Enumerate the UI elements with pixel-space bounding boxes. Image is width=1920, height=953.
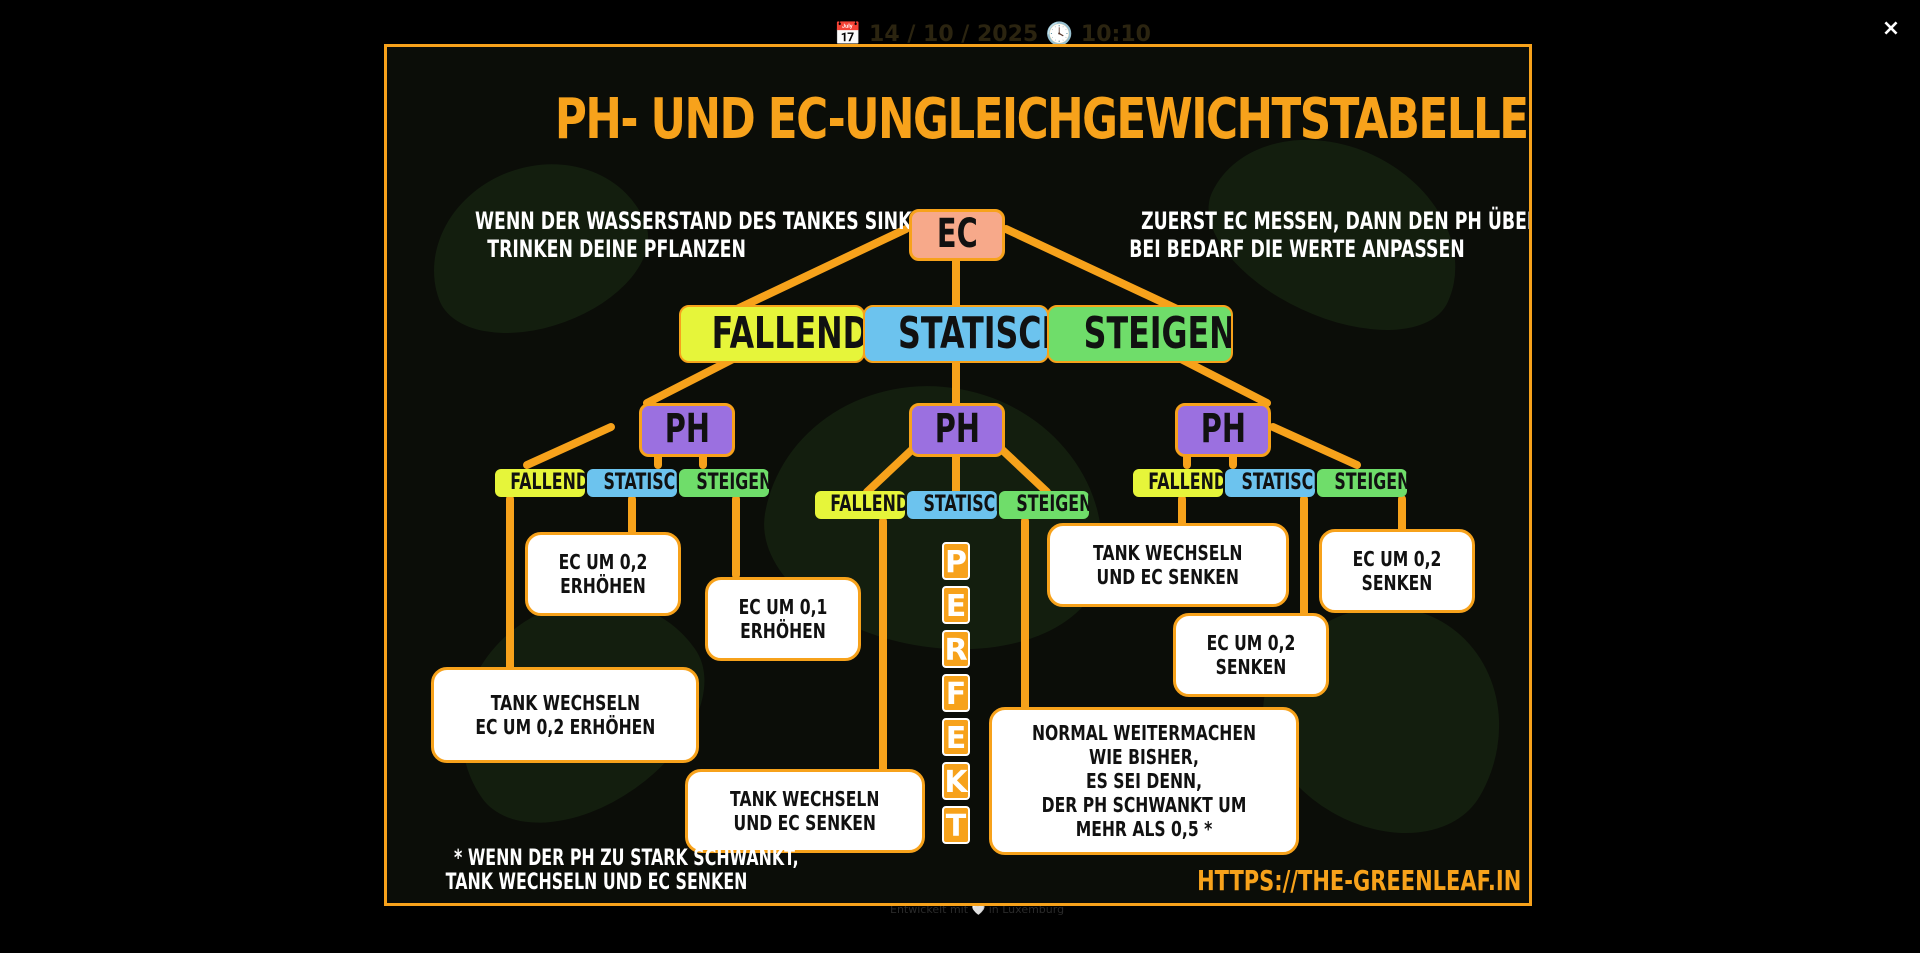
chart-title: PH- UND EC-UNGLEICHGEWICHTSTABELLE (HYDR… <box>554 87 1529 152</box>
result-middle-fallend: TANK WECHSELN UND EC SENKEN <box>685 769 925 853</box>
perfekt-vertical-word: P E R F E K T <box>938 542 974 850</box>
ph-right-statisch-tag: STATISCH <box>1225 469 1315 497</box>
source-url: HTTPS://THE-GREENLEAF.IN <box>1196 864 1521 897</box>
connector-lines <box>506 225 1406 776</box>
close-button[interactable]: × <box>1881 16 1901 41</box>
page-date-time: 📅 14 / 10 / 2025 🕓 10:10 <box>834 22 1151 47</box>
note-right-line2: BEI BEDARF DIE WERTE ANPASSEN <box>1129 235 1465 263</box>
ph-right-fallend-tag: FALLEND <box>1133 469 1223 497</box>
ec-statisch-tag: STATISCH <box>863 305 1049 363</box>
ph-left-steigend-tag: STEIGEND <box>679 469 769 497</box>
footnote-line2: TANK WECHSELN UND EC SENKEN <box>445 870 748 895</box>
note-right-line1: ZUERST EC MESSEN, DANN DEN PH ÜBERPRÜFEN… <box>1141 207 1529 235</box>
result-left-statisch: EC UM 0,2 ERHÖHEN <box>525 532 681 616</box>
perfekt-letter: E <box>942 586 970 624</box>
page-footer: Entwickelt mit 🤍 in Luxemburg <box>890 903 1065 916</box>
perfekt-letter: P <box>942 542 970 580</box>
note-left: WENN DER WASSERSTAND DES TANKES SINKT, T… <box>387 207 927 263</box>
ec-steigend-tag: STEIGEND <box>1047 305 1233 363</box>
lightbox-image: PH- UND EC-UNGLEICHGEWICHTSTABELLE (HYDR… <box>384 44 1532 906</box>
ph-right-steigend-tag: STEIGEND <box>1317 469 1407 497</box>
perfekt-letter: K <box>942 762 970 800</box>
ec-fallend-tag: FALLEND <box>679 305 865 363</box>
result-right-steigend: EC UM 0,2 SENKEN <box>1319 529 1475 613</box>
footnote-line1: * WENN DER PH ZU STARK SCHWANKT, <box>454 846 799 871</box>
ec-root-tag: EC <box>909 209 1005 261</box>
result-middle-steigend: NORMAL WEITERMACHEN WIE BISHER, ES SEI D… <box>989 707 1299 855</box>
ph-middle-tag: PH <box>909 403 1005 457</box>
ph-left-tag: PH <box>639 403 735 457</box>
ph-middle-statisch-tag: STATISCH <box>907 491 997 519</box>
perfekt-letter: R <box>942 630 970 668</box>
result-left-fallend: TANK WECHSELN EC UM 0,2 ERHÖHEN <box>431 667 699 763</box>
note-right: ZUERST EC MESSEN, DANN DEN PH ÜBERPRÜFEN… <box>1047 207 1529 263</box>
note-left-line1: WENN DER WASSERSTAND DES TANKES SINKT, <box>474 207 928 235</box>
footnote: * WENN DER PH ZU STARK SCHWANKT, TANK WE… <box>387 847 799 895</box>
result-right-fallend: TANK WECHSELN UND EC SENKEN <box>1047 523 1289 607</box>
perfekt-letter: E <box>942 718 970 756</box>
ph-right-tag: PH <box>1175 403 1271 457</box>
note-left-line2: TRINKEN DEINE PFLANZEN <box>487 235 747 263</box>
ph-middle-steigend-tag: STEIGEND <box>999 491 1089 519</box>
result-left-steigend: EC UM 0,1 ERHÖHEN <box>705 577 861 661</box>
perfekt-letter: T <box>942 806 970 844</box>
ph-middle-fallend-tag: FALLEND <box>815 491 905 519</box>
perfekt-letter: F <box>942 674 970 712</box>
ph-left-fallend-tag: FALLEND <box>495 469 585 497</box>
result-right-statisch: EC UM 0,2 SENKEN <box>1173 613 1329 697</box>
ph-left-statisch-tag: STATISCH <box>587 469 677 497</box>
